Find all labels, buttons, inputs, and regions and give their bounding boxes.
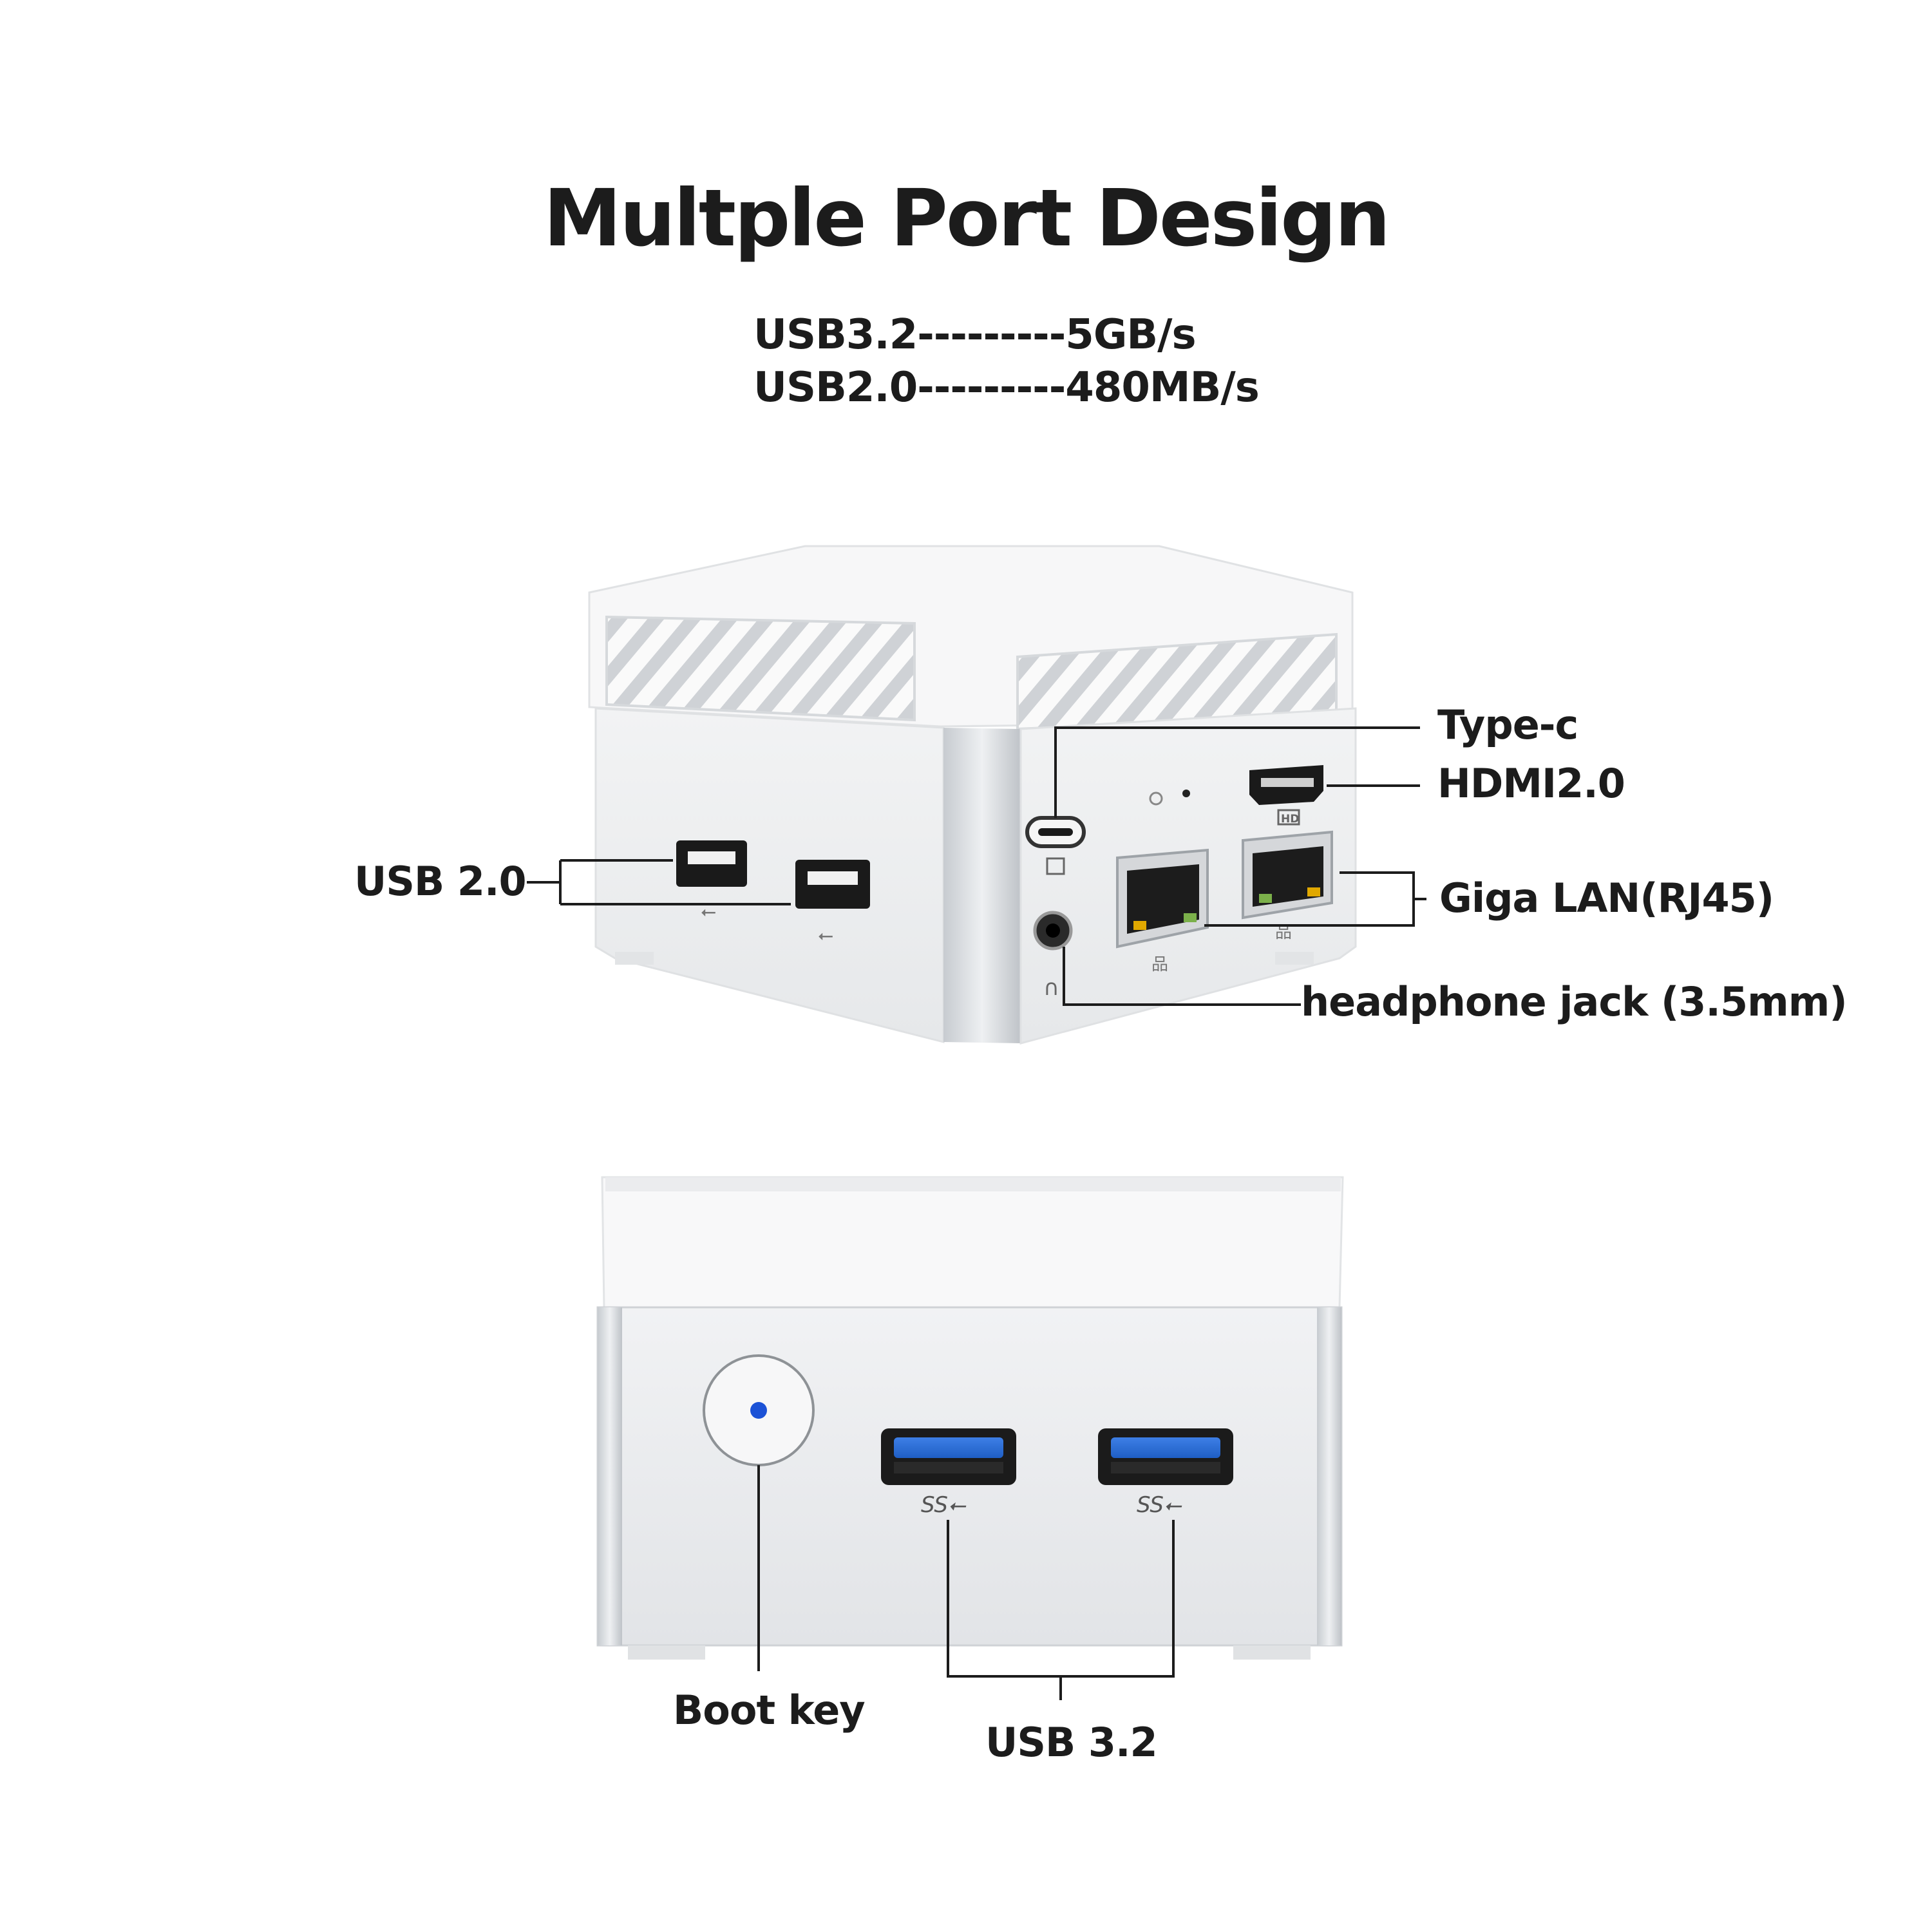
label-headphone-jack: headphone jack (3.5mm): [1301, 978, 1848, 1025]
headphone-icon: ∩: [1043, 975, 1059, 1001]
label-type-c: Type-c: [1437, 701, 1578, 748]
label-boot-key: Boot key: [673, 1687, 866, 1734]
vent-grille-left: [605, 615, 916, 722]
usb-icon: ⭠: [818, 924, 833, 947]
hdmi-badge: HD: [1281, 813, 1299, 826]
spec-usb20-speed: USB2.0---------480MB/s: [753, 364, 1260, 412]
page-title: Multple Port Design: [543, 173, 1391, 264]
power-icon: [1046, 857, 1065, 875]
status-led-icon: [1149, 791, 1163, 806]
leader-lines-top: [527, 726, 1426, 1006]
type-c-port[interactable]: [1025, 816, 1086, 848]
aluminum-corner: [943, 728, 1021, 1043]
label-usb32: USB 3.2: [985, 1719, 1158, 1766]
side-panel-usb2: [594, 707, 945, 1043]
rj45-port-2[interactable]: [1242, 830, 1333, 920]
usb32-port-1[interactable]: [881, 1428, 1016, 1485]
rj45-port-1[interactable]: [1116, 848, 1209, 949]
leader-lines-bottom: [757, 1465, 1175, 1700]
usb3-ss-icon: SS⭠: [1137, 1492, 1182, 1518]
usb2-port-2[interactable]: [795, 860, 870, 909]
usb3-ss-icon: SS⭠: [921, 1492, 967, 1518]
spec-usb32-speed: USB3.2---------5GB/s: [753, 311, 1197, 359]
device-top-cover: [601, 1176, 1344, 1309]
label-giga-lan: Giga LAN(RJ45): [1439, 875, 1774, 922]
device-angled-view: ⭠ ⭠ HD 品: [527, 545, 1426, 1045]
device-front-view: SS⭠ SS⭠: [596, 1176, 1344, 1700]
status-led: [1182, 790, 1190, 797]
lan-icon: 品: [1151, 955, 1168, 974]
boot-key-button[interactable]: [703, 1354, 815, 1466]
label-usb2: USB 2.0: [354, 858, 527, 905]
usb2-port-1[interactable]: [676, 840, 747, 887]
hdmi-port[interactable]: [1249, 765, 1323, 805]
headphone-jack[interactable]: [1033, 911, 1073, 951]
usb32-port-2[interactable]: [1098, 1428, 1233, 1485]
label-hdmi: HDMI2.0: [1437, 760, 1625, 807]
